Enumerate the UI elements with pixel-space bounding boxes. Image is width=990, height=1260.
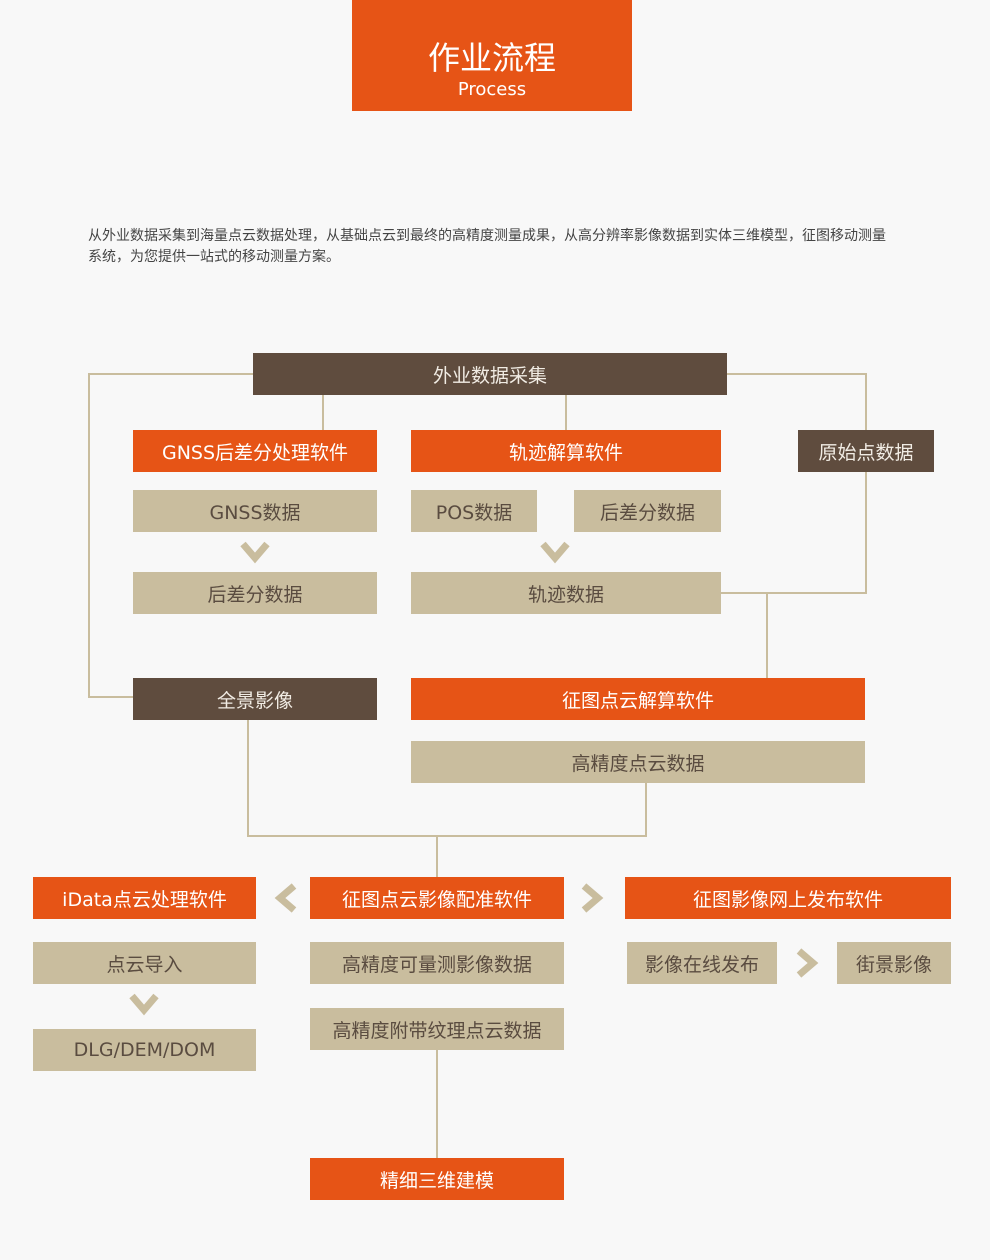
chevron-right-icon: [796, 948, 819, 978]
connector-merge: [247, 719, 647, 837]
chevron-right-icon: [581, 883, 604, 913]
connector-raw-to-track: [721, 472, 867, 594]
panorama-box: 全景影像: [133, 678, 377, 720]
raw-points-box: 原始点数据: [798, 430, 934, 472]
hp-pointcloud-box: 高精度点云数据: [411, 741, 865, 783]
intro-paragraph: 从外业数据采集到海量点云数据处理，从基础点云到最终的高精度测量成果，从高分辨率影…: [88, 228, 886, 265]
textured-pointcloud-box: 高精度附带纹理点云数据: [310, 1008, 564, 1050]
fine-3d-model-box: 精细三维建模: [310, 1158, 564, 1200]
online-publish-box: 影像在线发布: [627, 942, 777, 984]
section-header: 作业流程 Process: [352, 0, 632, 111]
field-collection-box: 外业数据采集: [253, 353, 727, 395]
pos-data-box: POS数据: [411, 490, 537, 532]
track-data-box: 轨迹数据: [411, 572, 721, 614]
chevron-down-icon: [129, 993, 159, 1016]
track-software-box: 轨迹解算软件: [411, 430, 721, 472]
chevron-down-icon: [240, 541, 270, 564]
pointcloud-software-box: 征图点云解算软件: [411, 678, 865, 720]
gnss-data-box: GNSS数据: [133, 490, 377, 532]
connector-right-loop: [727, 373, 867, 430]
measurable-image-box: 高精度可量测影像数据: [310, 942, 564, 984]
diff-data-box: 后差分数据: [574, 490, 721, 532]
diff-data-result-box: 后差分数据: [133, 572, 377, 614]
section-subtitle: Process: [457, 79, 527, 100]
section-title: 作业流程: [427, 39, 556, 77]
registration-software-box: 征图点云影像配准软件: [310, 877, 564, 919]
pointcloud-import-box: 点云导入: [33, 942, 256, 984]
idata-software-box: iData点云处理软件: [33, 877, 256, 919]
connector-left-loop: [88, 373, 253, 698]
street-view-box: 街景影像: [837, 942, 951, 984]
dlg-dem-dom-box: DLG/DEM/DOM: [33, 1029, 256, 1071]
chevron-left-icon: [274, 883, 297, 913]
chevron-down-icon: [540, 541, 570, 564]
gnss-software-box: GNSS后差分处理软件: [133, 430, 377, 472]
publish-software-box: 征图影像网上发布软件: [625, 877, 951, 919]
